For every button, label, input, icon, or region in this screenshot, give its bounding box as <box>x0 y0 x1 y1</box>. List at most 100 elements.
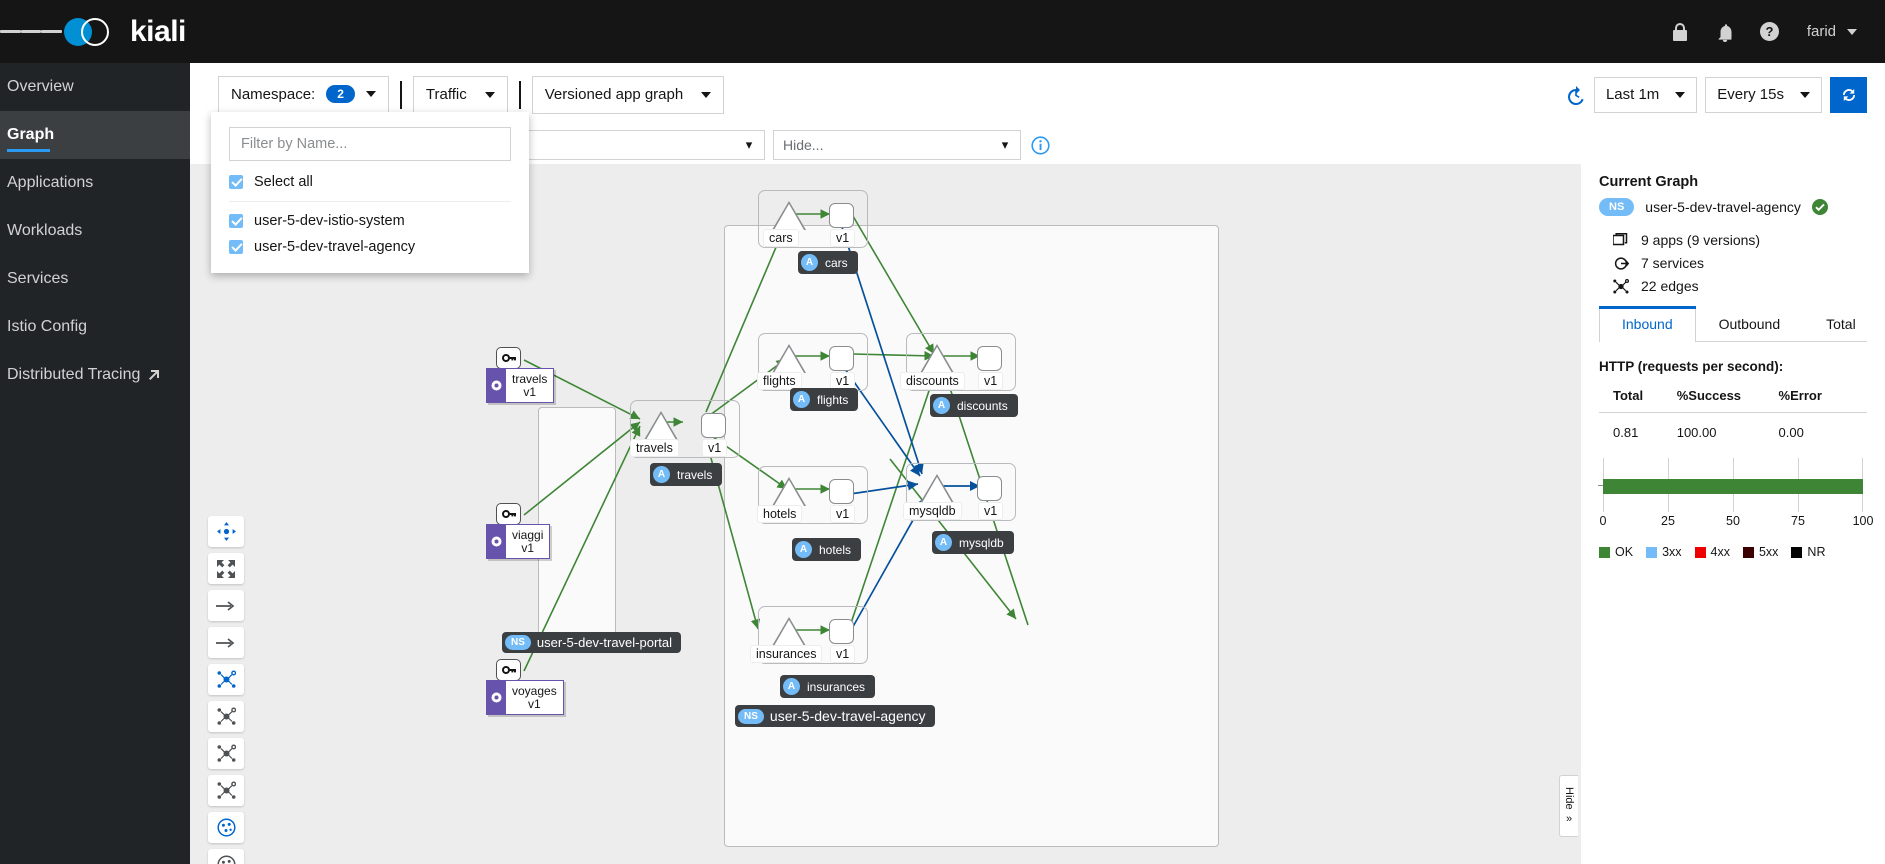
layout-cose-icon[interactable] <box>208 738 244 769</box>
expand-fullscreen-icon[interactable] <box>208 553 244 584</box>
tab-inbound[interactable]: Inbound <box>1599 306 1696 342</box>
sidebar-item-services[interactable]: Services <box>0 255 190 303</box>
history-icon[interactable] <box>1566 85 1586 105</box>
graph-node-group-discounts[interactable]: discounts v1 <box>900 333 1016 391</box>
legend-item-5xx[interactable]: 5xx <box>1742 545 1779 559</box>
namespace-filter-field[interactable] <box>229 127 511 161</box>
checkbox-checked-icon[interactable] <box>229 175 243 189</box>
app-node-voyages-portal[interactable]: voyages v1 <box>486 680 564 715</box>
brand-name: kiali <box>130 14 186 48</box>
app-node-viaggi-portal[interactable]: viaggi v1 <box>486 524 551 559</box>
namespace-badge: NS <box>1599 198 1635 216</box>
hamburger-icon[interactable] <box>0 0 63 63</box>
graph-tools <box>208 516 244 864</box>
legend-swatch <box>1646 546 1658 558</box>
app-badge: A <box>933 397 950 414</box>
namespace-option-select-all[interactable]: Select all <box>211 161 529 198</box>
app-node-travels-portal[interactable]: travels v1 <box>486 368 555 403</box>
namespace-option-istio-system[interactable]: user-5-dev-istio-system <box>211 205 529 237</box>
side-panel-namespace-name: user-5-dev-travel-agency <box>1645 199 1801 215</box>
tab-label: Inbound <box>1622 316 1673 332</box>
namespace-option-travel-agency[interactable]: user-5-dev-travel-agency <box>211 237 529 263</box>
tab-total[interactable]: Total <box>1803 306 1879 341</box>
sidebar-item-applications[interactable]: Applications <box>0 159 190 207</box>
app-tag-mysqldb: A mysqldb <box>932 531 1014 554</box>
layout-dagre-icon[interactable] <box>208 664 244 695</box>
namespace-selector[interactable]: Namespace: 2 <box>218 75 389 114</box>
minigraph-on-icon[interactable] <box>208 812 244 843</box>
refresh-interval-selector[interactable]: Every 15s <box>1705 76 1822 113</box>
portal-node-name: voyages <box>512 684 557 698</box>
service-triangle-inner <box>774 204 804 230</box>
chart-y-tick <box>1598 485 1603 486</box>
portal-key-badge-voyages <box>496 659 521 681</box>
namespace-tag-travel-agency: NS user-5-dev-travel-agency <box>735 705 935 727</box>
sidebar-item-label: Istio Config <box>7 318 88 335</box>
legend-item-3xx[interactable]: 3xx <box>1646 545 1682 559</box>
user-menu[interactable]: farid <box>1795 23 1863 40</box>
layout-cola-icon[interactable] <box>208 701 244 732</box>
traffic-selector[interactable]: Traffic <box>412 75 508 114</box>
tab-outbound[interactable]: Outbound <box>1695 306 1804 341</box>
graph-node-group-flights[interactable]: flights v1 <box>757 333 868 391</box>
hide-selector[interactable]: Hide... ▾ <box>773 130 1021 160</box>
namespace-tag-travel-portal: NS user-5-dev-travel-portal <box>502 632 682 653</box>
option-label: user-5-dev-istio-system <box>254 213 405 229</box>
time-range-label: Last 1m <box>1605 86 1660 103</box>
info-circle-icon[interactable] <box>1031 135 1050 155</box>
layout-grid-icon[interactable] <box>208 775 244 806</box>
legend-item-ok[interactable]: OK <box>1599 545 1633 559</box>
refresh-button[interactable] <box>1830 76 1867 113</box>
node-label-version: v1 <box>830 229 856 247</box>
legend-item-nr[interactable]: NR <box>1791 545 1825 559</box>
sidebar-item-label: Services <box>7 270 69 287</box>
minigraph-off-icon[interactable] <box>208 849 244 864</box>
sidebar-item-overview[interactable]: Overview <box>0 63 190 111</box>
chevron-down-icon <box>701 91 712 98</box>
legend-swatch <box>1694 546 1706 558</box>
sidebar-item-workloads[interactable]: Workloads <box>0 207 190 255</box>
side-panel-title: Current Graph <box>1599 174 1699 190</box>
graph-node-group-travels[interactable]: travels v1 <box>630 400 740 458</box>
checkbox-checked-icon[interactable] <box>229 240 243 254</box>
sidebar: Overview Graph Applications Workloads Se… <box>0 63 190 864</box>
toolbar-divider <box>518 80 521 109</box>
sidebar-item-distributed-tracing[interactable]: Distributed Tracing <box>0 351 190 399</box>
graph-canvas[interactable]: ? <box>190 164 1580 864</box>
chart-x-tick: 75 <box>1791 514 1805 528</box>
namespace-filter-input[interactable] <box>239 135 501 153</box>
arrow-right-icon[interactable] <box>208 590 244 621</box>
sidebar-item-istio-config[interactable]: Istio Config <box>0 303 190 351</box>
node-label-version: v1 <box>830 372 856 390</box>
bell-icon[interactable] <box>1705 12 1745 52</box>
graph-node-group-cars[interactable]: cars v1 <box>758 190 868 248</box>
graph-node-group-mysqldb[interactable]: mysqldb v1 <box>903 463 1016 521</box>
side-panel-hide-toggle[interactable]: Hide » <box>1559 775 1578 837</box>
time-range-selector[interactable]: Last 1m <box>1593 76 1698 113</box>
checkbox-checked-icon[interactable] <box>229 214 243 228</box>
legend-label: 5xx <box>1758 545 1779 559</box>
app-tag-hotels: A hotels <box>792 538 862 561</box>
arrow-right-icon[interactable] <box>208 627 244 658</box>
table-row: 0.81 100.00 0.00 <box>1599 413 1867 440</box>
legend-item-4xx[interactable]: 4xx <box>1694 545 1730 559</box>
graph-node-group-hotels[interactable]: hotels v1 <box>757 466 868 524</box>
lock-icon[interactable] <box>1660 12 1700 52</box>
stat-text: 22 edges <box>1641 278 1699 294</box>
stat-text: 9 apps (9 versions) <box>1641 232 1761 248</box>
namespace-dropdown[interactable]: Select all user-5-dev-istio-system user-… <box>211 112 529 273</box>
workload-square-icon <box>829 203 854 228</box>
sidebar-item-graph[interactable]: Graph <box>0 111 190 159</box>
graph-node-group-insurances[interactable]: insurances v1 <box>750 606 868 664</box>
graph-side-panel: Current Graph NS user-5-dev-travel-agenc… <box>1580 164 1885 864</box>
tab-label: Total <box>1826 316 1856 332</box>
brand-logo-link[interactable]: kiali <box>64 15 186 49</box>
cell-total: 0.81 <box>1613 425 1639 440</box>
center-graph-icon[interactable] <box>208 516 244 547</box>
graph-type-selector[interactable]: Versioned app graph <box>531 75 725 114</box>
user-name: farid <box>1806 23 1836 40</box>
node-label-version: v1 <box>830 505 856 523</box>
help-circle-icon[interactable]: ? <box>1750 12 1790 52</box>
find-selector[interactable]: ▾ <box>525 130 765 160</box>
chevron-down-icon <box>1675 91 1686 98</box>
